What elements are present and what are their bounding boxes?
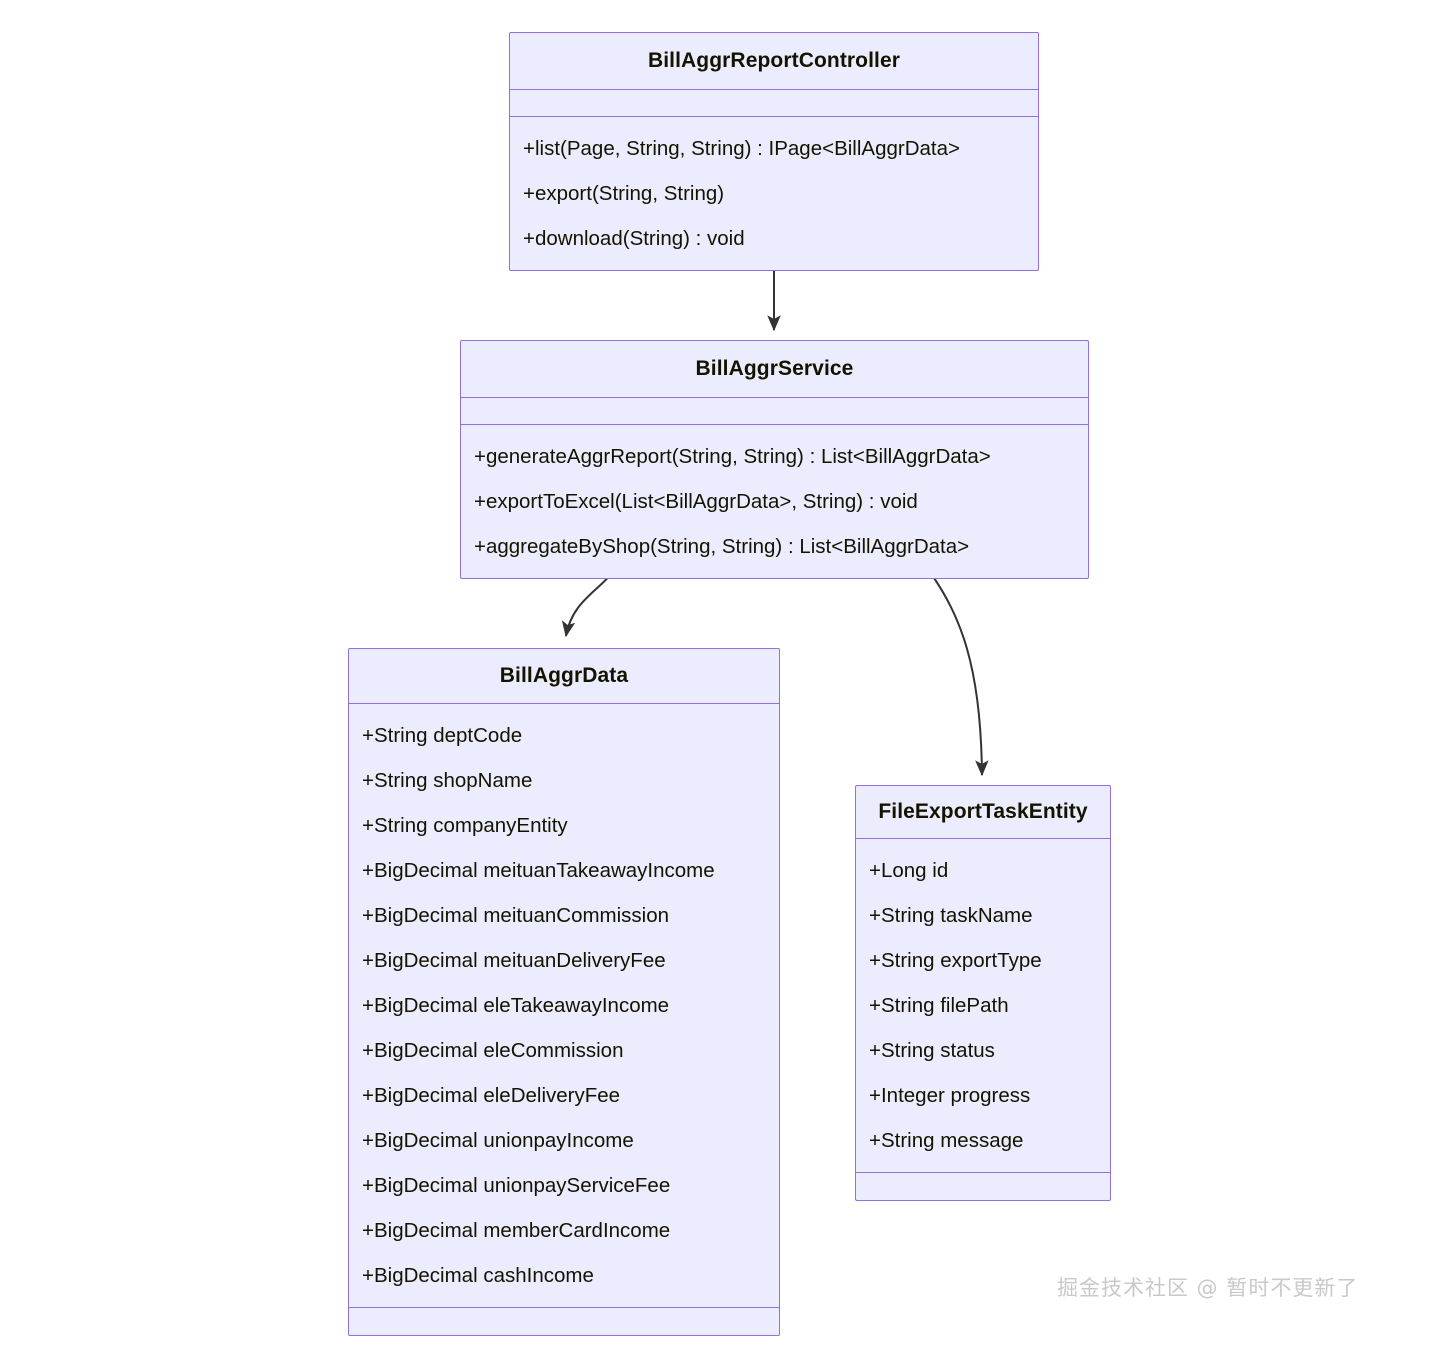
class-title-billaggrreportcontroller: BillAggrReportController xyxy=(510,33,1038,90)
class-member: +BigDecimal cashIncome xyxy=(362,1264,594,1287)
class-member: +String shopName xyxy=(362,769,533,792)
watermark-text: 掘金技术社区 @ 暂时不更新了 xyxy=(1057,1276,1359,1300)
class-member: +BigDecimal eleTakeawayIncome xyxy=(362,994,670,1017)
class-member: +String exportType xyxy=(869,949,1042,972)
class-methods-fileexporttaskentity xyxy=(856,1173,1110,1200)
class-member: +BigDecimal eleDeliveryFee xyxy=(362,1084,621,1107)
class-member: +BigDecimal memberCardIncome xyxy=(362,1219,671,1242)
class-attributes-fileexporttaskentity: +Long id +String taskName +String export… xyxy=(856,839,1110,1173)
class-member: +BigDecimal unionpayIncome xyxy=(362,1129,634,1152)
class-member: +BigDecimal unionpayServiceFee xyxy=(362,1174,671,1197)
class-box-billaggrservice[interactable]: BillAggrService +generateAggrReport(Stri… xyxy=(460,340,1089,579)
class-member: +String companyEntity xyxy=(362,814,568,837)
class-attributes-billaggrdata: +String deptCode +String shopName +Strin… xyxy=(349,704,779,1308)
class-member: +list(Page, String, String) : IPage<Bill… xyxy=(523,137,960,160)
class-box-billaggrdata[interactable]: BillAggrData +String deptCode +String sh… xyxy=(348,648,780,1336)
class-member: +BigDecimal eleCommission xyxy=(362,1039,624,1062)
class-methods-billaggrservice: +generateAggrReport(String, String) : Li… xyxy=(461,425,1088,578)
class-member: +String status xyxy=(869,1039,995,1062)
class-attributes-billaggrreportcontroller xyxy=(510,90,1038,117)
class-member: +String taskName xyxy=(869,904,1033,927)
class-member: +Long id xyxy=(869,859,949,882)
class-member: +Integer progress xyxy=(869,1084,1031,1107)
edge-service-to-billaggrdata xyxy=(561,571,614,638)
class-member: +aggregateByShop(String, String) : List<… xyxy=(474,535,970,558)
class-title-billaggrservice: BillAggrService xyxy=(461,341,1088,398)
class-member: +BigDecimal meituanCommission xyxy=(362,904,670,927)
class-methods-billaggrdata xyxy=(349,1308,779,1335)
class-attributes-billaggrservice xyxy=(461,398,1088,425)
class-methods-billaggrreportcontroller: +list(Page, String, String) : IPage<Bill… xyxy=(510,117,1038,270)
class-member: +String message xyxy=(869,1129,1024,1152)
class-member: +BigDecimal meituanTakeawayIncome xyxy=(362,859,715,882)
class-member: +generateAggrReport(String, String) : Li… xyxy=(474,445,991,468)
class-member: +String filePath xyxy=(869,994,1009,1017)
class-member: +download(String) : void xyxy=(523,227,745,250)
class-box-fileexporttaskentity[interactable]: FileExportTaskEntity +Long id +String ta… xyxy=(855,785,1111,1201)
class-member: +exportToExcel(List<BillAggrData>, Strin… xyxy=(474,490,918,513)
class-member: +BigDecimal meituanDeliveryFee xyxy=(362,949,666,972)
class-member: +String deptCode xyxy=(362,724,523,747)
class-title-fileexporttaskentity: FileExportTaskEntity xyxy=(856,786,1110,839)
class-member: +export(String, String) xyxy=(523,182,725,205)
class-box-billaggrreportcontroller[interactable]: BillAggrReportController +list(Page, Str… xyxy=(509,32,1039,271)
edge-service-to-fileexporttaskentity xyxy=(929,571,989,777)
class-title-billaggrdata: BillAggrData xyxy=(349,649,779,704)
